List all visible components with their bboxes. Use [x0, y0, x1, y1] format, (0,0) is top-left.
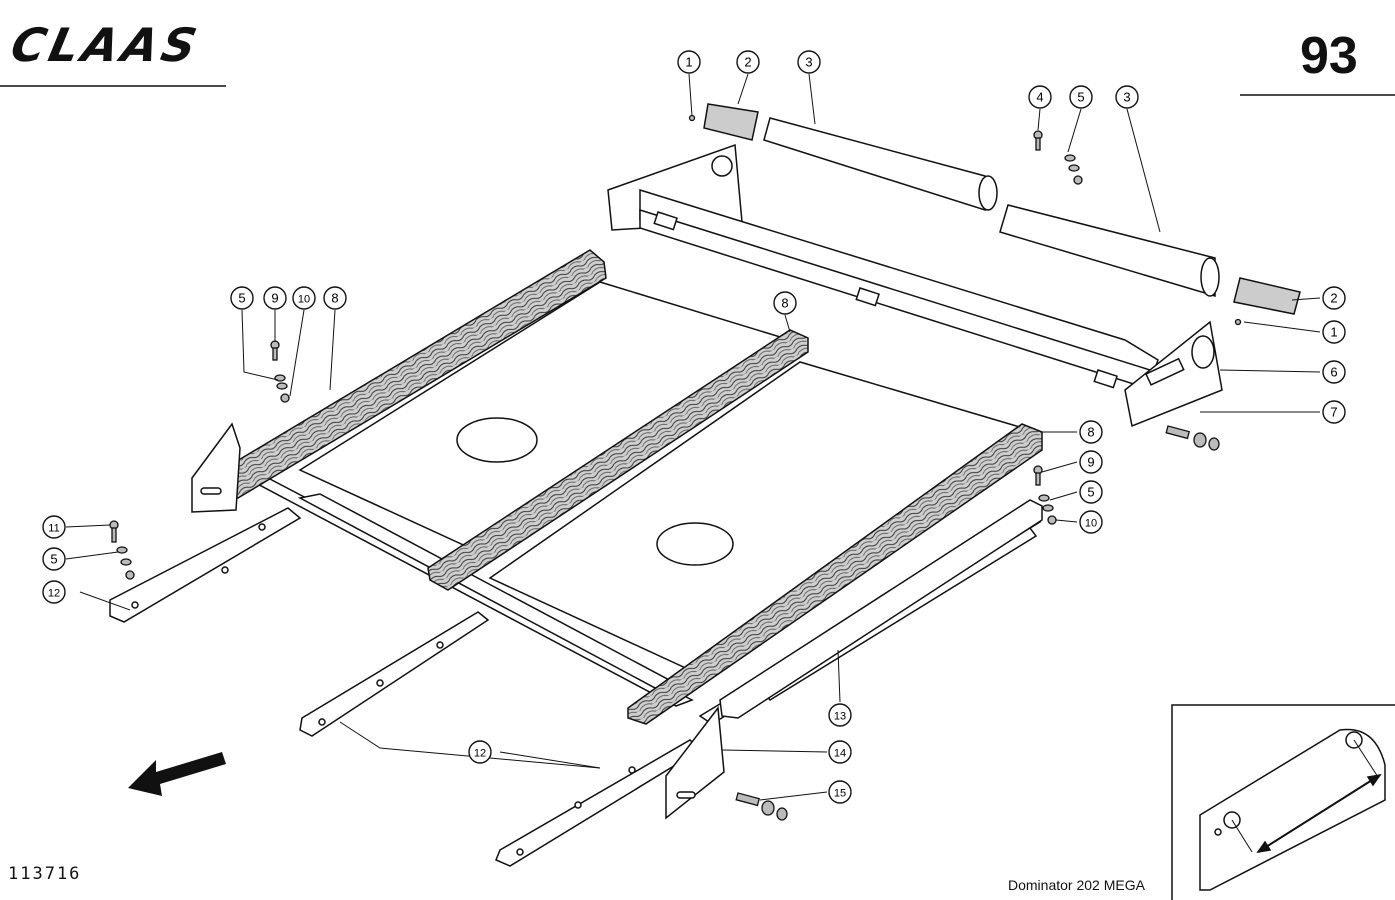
callout-label: 8 — [331, 291, 338, 306]
callout-circle — [828, 740, 852, 764]
callout-3: 3 — [1115, 85, 1139, 109]
callout-label: 5 — [238, 291, 245, 306]
callout-circle — [1028, 85, 1052, 109]
leader-lines — [65, 73, 1321, 801]
callout-circle — [1079, 480, 1103, 504]
callout-label: 3 — [805, 55, 812, 70]
callout-3: 3 — [797, 50, 821, 74]
drawing-number: 113716 — [8, 864, 82, 884]
callout-circle — [1322, 400, 1346, 424]
callout-label: 11 — [48, 523, 59, 535]
callout-5: 5 — [1069, 85, 1093, 109]
callout-12: 12 — [42, 580, 66, 604]
callout-label: 1 — [1330, 325, 1337, 340]
wooden-beams — [219, 249, 1043, 725]
rear-frame — [607, 143, 1223, 428]
callout-8: 8 — [773, 291, 797, 315]
callout-label: 5 — [1077, 90, 1084, 105]
callout-circle — [42, 580, 66, 604]
callout-circle — [468, 740, 492, 764]
callout-label: 6 — [1330, 365, 1337, 380]
callout-circle — [828, 780, 852, 804]
callout-circle — [1079, 510, 1103, 534]
callout-6: 6 — [1322, 360, 1346, 384]
callout-2: 2 — [1322, 286, 1346, 310]
callout-10: 10 — [292, 286, 316, 310]
callout-8: 8 — [323, 286, 347, 310]
callout-circle — [773, 291, 797, 315]
callout-label: 12 — [474, 748, 486, 760]
callout-label: 1 — [685, 55, 692, 70]
callout-label: 8 — [781, 296, 788, 311]
callout-circle — [1322, 360, 1346, 384]
callout-4: 4 — [1028, 85, 1052, 109]
direction-arrow-icon — [128, 752, 226, 796]
callout-circle — [1322, 320, 1346, 344]
callout-circle — [1079, 450, 1103, 474]
callout-8: 8 — [1079, 420, 1103, 444]
callout-label: 2 — [744, 55, 751, 70]
header-rules — [0, 85, 1395, 96]
callout-1: 1 — [1322, 320, 1346, 344]
callout-15: 15 — [828, 780, 852, 804]
tubes — [703, 103, 1301, 315]
callout-circle — [797, 50, 821, 74]
callout-5: 5 — [1079, 480, 1103, 504]
plate-hole — [456, 417, 538, 463]
callout-label: 9 — [271, 291, 278, 306]
support-slats — [109, 507, 702, 867]
callout-circle — [1115, 85, 1139, 109]
callout-11: 11 — [42, 515, 66, 539]
callout-label: 5 — [50, 552, 57, 567]
callout-label: 8 — [1087, 425, 1094, 440]
page-number: 93 — [1300, 27, 1358, 85]
callout-circle — [292, 286, 316, 310]
detail-inset — [1171, 704, 1395, 900]
callout-2: 2 — [736, 50, 760, 74]
callout-label: 15 — [834, 788, 846, 800]
floor-plates — [298, 281, 1032, 671]
callout-circle — [263, 286, 287, 310]
callout-circle — [1079, 420, 1103, 444]
model-name: Dominator 202 MEGA — [1008, 877, 1145, 893]
callout-label: 7 — [1330, 405, 1337, 420]
callout-circle — [323, 286, 347, 310]
callout-circle — [1069, 85, 1093, 109]
callout-10: 10 — [1079, 510, 1103, 534]
callout-7: 7 — [1322, 400, 1346, 424]
callout-label: 12 — [48, 588, 60, 600]
callout-label: 14 — [834, 748, 846, 760]
callout-label: 2 — [1330, 291, 1337, 306]
callout-label: 4 — [1036, 90, 1043, 105]
callout-label: 3 — [1123, 90, 1130, 105]
callout-13: 13 — [828, 703, 852, 727]
callout-5: 5 — [42, 547, 66, 571]
side-brackets — [191, 422, 725, 820]
callout-circle — [42, 547, 66, 571]
callout-circle — [42, 515, 66, 539]
callout-14: 14 — [828, 740, 852, 764]
callout-label: 13 — [834, 711, 846, 723]
callout-label: 5 — [1087, 485, 1094, 500]
callout-circle — [828, 703, 852, 727]
callout-9: 9 — [1079, 450, 1103, 474]
callout-label: 10 — [1085, 518, 1097, 530]
callout-circle — [230, 286, 254, 310]
angle-profile — [719, 499, 1043, 719]
callout-5: 5 — [230, 286, 254, 310]
callout-circle — [736, 50, 760, 74]
callout-1: 1 — [677, 50, 701, 74]
plate-hole — [656, 522, 734, 566]
callout-label: 9 — [1087, 455, 1094, 470]
callout-label: 10 — [298, 294, 310, 306]
callout-12: 12 — [468, 740, 492, 764]
callout-9: 9 — [263, 286, 287, 310]
callout-circle — [1322, 286, 1346, 310]
callout-circle — [677, 50, 701, 74]
